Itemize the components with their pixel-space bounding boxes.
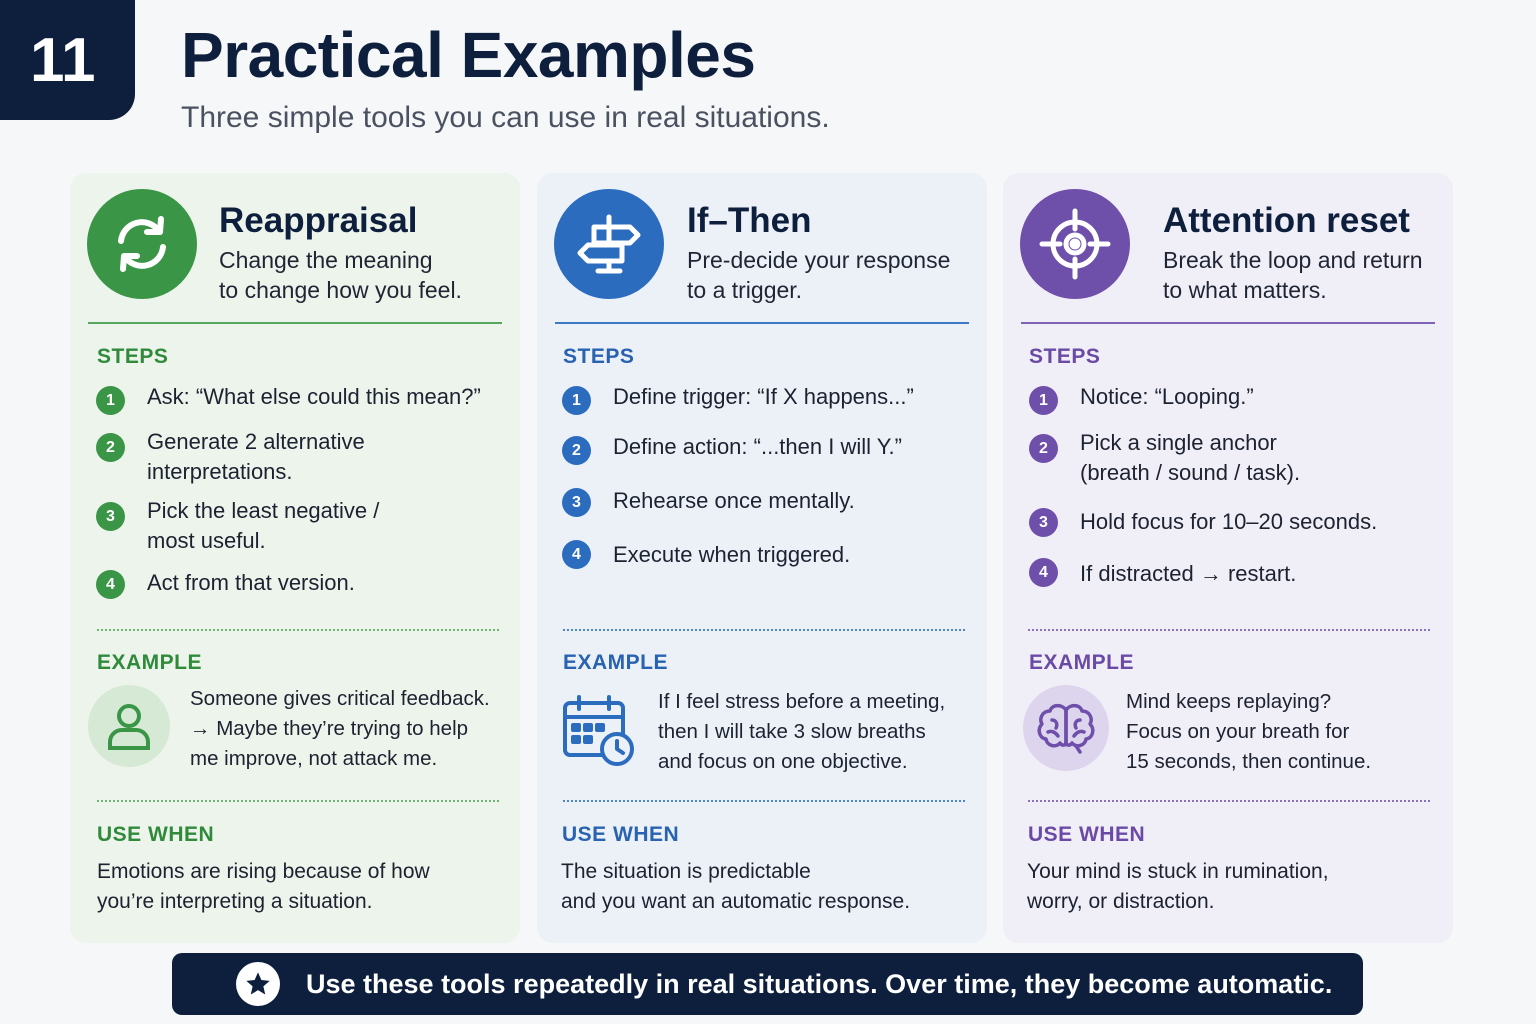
dotted-divider xyxy=(97,800,499,802)
card-description: Change the meaning to change how you fee… xyxy=(219,247,462,303)
step-item: 4 Act from that version. xyxy=(96,570,506,599)
step-text: Act from that version. xyxy=(147,570,355,595)
step-text: If distracted → restart. xyxy=(1080,561,1297,586)
card-reappraisal: Reappraisal Change the meaning to change… xyxy=(70,173,520,943)
dotted-divider xyxy=(1028,800,1430,802)
brain-icon xyxy=(1023,685,1109,771)
step-number: 4 xyxy=(96,570,125,599)
step-text: Rehearse once mentally. xyxy=(613,488,855,513)
refresh-cycle-icon xyxy=(87,189,197,299)
example-text: If I feel stress before a meeting, then … xyxy=(658,690,946,773)
use-when-text: Emotions are rising because of how you’r… xyxy=(97,860,430,913)
example-label: EXAMPLE xyxy=(563,651,669,674)
step-number: 4 xyxy=(562,540,591,569)
card-description: Pre-decide your response to a trigger. xyxy=(687,247,951,303)
example-text: Someone gives critical feedback. → Maybe… xyxy=(190,687,490,770)
dotted-divider xyxy=(563,800,965,802)
target-crosshair-icon xyxy=(1020,189,1130,299)
step-item: 3 Hold focus for 10–20 seconds. xyxy=(1029,508,1439,537)
card-title: Attention reset xyxy=(1163,201,1410,240)
use-when-text: Your mind is stuck in rumination, worry,… xyxy=(1027,860,1329,913)
example-text: Mind keeps replaying? Focus on your brea… xyxy=(1126,690,1372,773)
step-item: 1 Ask: “What else could this mean?” xyxy=(96,384,506,415)
dotted-divider xyxy=(1028,629,1430,631)
dotted-divider xyxy=(97,629,499,631)
dotted-divider xyxy=(563,629,965,631)
example-label: EXAMPLE xyxy=(97,651,203,674)
star-icon xyxy=(236,962,280,1006)
divider xyxy=(555,322,969,324)
steps-label: STEPS xyxy=(563,345,635,368)
step-item: 3 Rehearse once mentally. xyxy=(562,488,972,517)
page-title: Practical Examples xyxy=(181,19,756,91)
step-number: 1 xyxy=(96,386,125,415)
card-title: Reappraisal xyxy=(219,201,418,240)
step-number: 4 xyxy=(1029,558,1058,587)
use-when-label: USE WHEN xyxy=(1028,823,1146,846)
person-icon xyxy=(88,685,170,767)
divider xyxy=(88,322,502,324)
steps-label: STEPS xyxy=(97,345,169,368)
step-item: 4 Execute when triggered. xyxy=(562,540,972,570)
step-text: Execute when triggered. xyxy=(613,542,851,567)
step-number: 3 xyxy=(96,502,125,531)
card-if-then: If–Then Pre-decide your response to a tr… xyxy=(537,173,987,943)
steps-label: STEPS xyxy=(1029,345,1101,368)
divider xyxy=(1021,322,1435,324)
footer-text: Use these tools repeatedly in real situa… xyxy=(306,968,1333,999)
step-number: 3 xyxy=(1029,508,1058,537)
example-label: EXAMPLE xyxy=(1029,651,1135,674)
step-item: 2 Pick a single anchor (breath / sound / … xyxy=(1029,430,1439,488)
step-item: 2 Define action: “...then I will Y.” xyxy=(562,434,972,465)
use-when-label: USE WHEN xyxy=(97,823,215,846)
step-text: Pick a single anchor (breath / sound / t… xyxy=(1080,430,1301,485)
step-number: 2 xyxy=(1029,434,1058,463)
section-number-badge: 11 xyxy=(0,0,135,120)
page-subtitle: Three simple tools you can use in real s… xyxy=(181,101,830,134)
step-number: 1 xyxy=(562,386,591,415)
step-number: 3 xyxy=(562,488,591,517)
step-text: Hold focus for 10–20 seconds. xyxy=(1080,509,1378,534)
step-number: 1 xyxy=(1029,386,1058,415)
card-description: Break the loop and return to what matter… xyxy=(1163,247,1423,303)
step-text: Define action: “...then I will Y.” xyxy=(613,434,902,459)
step-text: Ask: “What else could this mean?” xyxy=(147,384,481,409)
use-when-text: The situation is predictable and you wan… xyxy=(561,860,911,913)
step-item: 1 Define trigger: “If X happens...” xyxy=(562,384,972,415)
step-item: 4 If distracted → restart. xyxy=(1029,558,1439,589)
step-text: Pick the least negative / most useful. xyxy=(147,498,380,553)
step-number: 2 xyxy=(96,433,125,462)
use-when-label: USE WHEN xyxy=(562,823,680,846)
step-item: 3 Pick the least negative / most useful. xyxy=(96,498,506,556)
calendar-clock-icon xyxy=(561,693,637,769)
step-item: 2 Generate 2 alternative interpretations. xyxy=(96,429,506,487)
step-text: Generate 2 alternative interpretations. xyxy=(147,429,365,484)
step-text: Define trigger: “If X happens...” xyxy=(613,384,914,409)
step-number: 2 xyxy=(562,436,591,465)
step-item: 1 Notice: “Looping.” xyxy=(1029,384,1439,415)
step-text: Notice: “Looping.” xyxy=(1080,384,1254,409)
card-attention-reset: Attention reset Break the loop and retur… xyxy=(1003,173,1453,943)
signpost-icon xyxy=(554,189,664,299)
footer-banner: Use these tools repeatedly in real situa… xyxy=(172,953,1363,1015)
card-title: If–Then xyxy=(687,201,812,240)
section-number: 11 xyxy=(30,25,96,95)
